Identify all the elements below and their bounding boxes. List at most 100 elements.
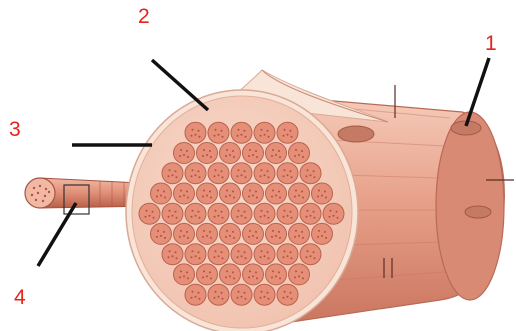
myofilament-dot: [199, 217, 201, 219]
myofilament-dot: [298, 235, 300, 237]
label-2: 2: [138, 6, 150, 27]
myofilament-dot: [192, 169, 194, 171]
myofilament-dot: [175, 211, 177, 213]
myofibril-circle-icon: [185, 244, 206, 265]
myofilament-dot: [244, 170, 246, 172]
myofilament-dot: [222, 217, 224, 219]
myofilament-dot: [202, 155, 204, 157]
myofilament-dot: [225, 236, 227, 238]
myofibril-circle-icon: [289, 223, 310, 244]
myofilament-dot: [179, 196, 181, 198]
myofilament-dot: [298, 195, 300, 197]
myofilament-dot: [337, 217, 339, 219]
myofilament-dot: [145, 216, 147, 218]
myofilament-dot: [187, 197, 189, 199]
myofilament-dot: [186, 191, 188, 193]
myofilament-dot: [275, 235, 277, 237]
myofilament-dot: [248, 276, 250, 278]
myofibril-circle-icon: [174, 223, 195, 244]
myofibril-circle-icon: [197, 143, 218, 164]
myofibril-circle-icon: [277, 163, 298, 184]
myofibril-circle-icon: [300, 244, 321, 265]
myofilament-dot: [168, 175, 170, 177]
myofilament-dot: [48, 191, 50, 193]
myofilament-dot: [301, 271, 303, 273]
myofilament-dot: [272, 230, 274, 232]
myofilament-dot: [215, 291, 217, 293]
myofilament-dot: [255, 150, 257, 152]
myofibril-circle-icon: [197, 223, 218, 244]
myofilament-dot: [192, 250, 194, 252]
myofilament-dot: [233, 237, 235, 239]
myofilament-dot: [287, 296, 289, 298]
myofilament-dot: [294, 236, 296, 238]
myofilament-dot: [294, 196, 296, 198]
myofilament-dot: [241, 134, 243, 136]
myofilament-dot: [260, 297, 262, 299]
myofibril-circle-icon: [185, 284, 206, 305]
myofibril-circle-icon: [254, 284, 275, 305]
myofilament-dot: [268, 217, 270, 219]
myofilament-dot: [222, 257, 224, 259]
myofibril-circle-icon: [254, 122, 275, 143]
myofibril-circle-icon: [208, 203, 229, 224]
myofilament-dot: [232, 150, 234, 152]
myofilament-dot: [268, 257, 270, 259]
myofilament-dot: [225, 196, 227, 198]
myofilament-dot: [261, 169, 263, 171]
myofibril-circle-icon: [231, 244, 252, 265]
myofibril-circle-icon: [277, 203, 298, 224]
myofilament-dot: [336, 211, 338, 213]
myofilament-dot: [249, 270, 251, 272]
myofilament-dot: [180, 270, 182, 272]
myofilament-dot: [244, 130, 246, 132]
myofibril-circle-icon: [300, 163, 321, 184]
myofilament-dot: [268, 298, 270, 300]
myofilament-dot: [313, 170, 315, 172]
myofilament-dot: [278, 191, 280, 193]
myofibril-circle-icon: [197, 183, 218, 204]
myofilament-dot: [195, 134, 197, 136]
myofilament-dot: [291, 217, 293, 219]
myofilament-dot: [45, 188, 47, 190]
myofilament-dot: [214, 256, 216, 258]
myofilament-dot: [176, 257, 178, 259]
myofilament-dot: [233, 197, 235, 199]
myofilament-dot: [203, 270, 205, 272]
myofibril-circle-icon: [151, 183, 172, 204]
myofilament-dot: [164, 237, 166, 239]
myofilament-dot: [329, 216, 331, 218]
myofilament-dot: [202, 236, 204, 238]
myofilament-dot: [209, 271, 211, 273]
myofilament-dot: [195, 174, 197, 176]
myofilament-dot: [241, 174, 243, 176]
myofilament-dot: [183, 154, 185, 156]
myofilament-dot: [192, 291, 194, 293]
cross-section-face: [126, 90, 358, 331]
myofilament-dot: [267, 292, 269, 294]
myofibril-circle-icon: [208, 244, 229, 265]
myofilament-dot: [218, 174, 220, 176]
myofilament-dot: [318, 230, 320, 232]
myofilament-dot: [209, 231, 211, 233]
myofibril-circle-icon: [151, 223, 172, 244]
myofilament-dot: [222, 176, 224, 178]
myofilament-dot: [31, 194, 33, 196]
myofilament-dot: [241, 255, 243, 257]
myofilament-dot: [168, 216, 170, 218]
myofilament-dot: [256, 197, 258, 199]
myofilament-dot: [187, 237, 189, 239]
myofilament-dot: [313, 211, 315, 213]
myofilament-dot: [313, 251, 315, 253]
myofilament-dot: [248, 155, 250, 157]
myofilament-dot: [314, 217, 316, 219]
myofilament-dot: [232, 231, 234, 233]
myofibril-circle-icon: [185, 122, 206, 143]
myofilament-dot: [198, 251, 200, 253]
myofilament-dot: [294, 276, 296, 278]
myofibril-circle-icon: [323, 203, 344, 224]
myofilament-dot: [255, 191, 257, 193]
myofilament-dot: [233, 156, 235, 158]
myofilament-dot: [35, 199, 37, 201]
myofilament-dot: [210, 237, 212, 239]
